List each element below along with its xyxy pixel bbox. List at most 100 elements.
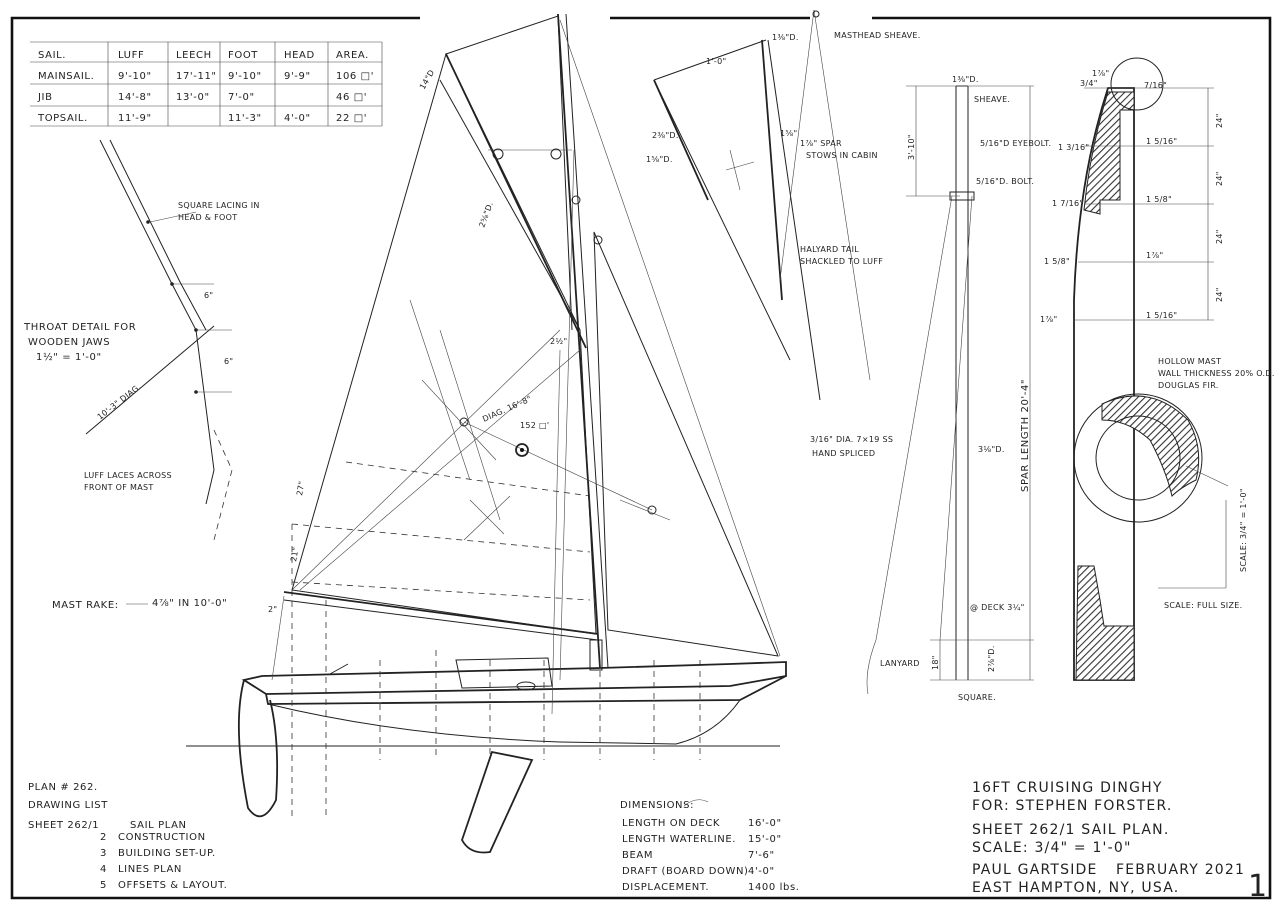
- table-cell: MAINSAIL.: [38, 71, 94, 82]
- luff-note: LUFF LACES ACROSS: [84, 471, 172, 480]
- throat-title: WOODEN JAWS: [28, 337, 110, 348]
- list-item-num: 4: [100, 864, 107, 875]
- table-cell: 22 □': [336, 113, 367, 124]
- spacing-label: 24": [1215, 287, 1224, 302]
- area-label: 152 □': [520, 421, 549, 430]
- list-item-num: 2: [100, 832, 107, 843]
- col-header-luff: LUFF: [118, 50, 144, 61]
- table-cell: 46 □': [336, 92, 367, 103]
- diag-label: 10'-3" DIAG.: [96, 382, 143, 422]
- table-cell: 106 □': [336, 71, 374, 82]
- col-header-leech: LEECH: [176, 50, 212, 61]
- sheave-note: SHEAVE.: [974, 95, 1010, 104]
- table-cell: 9'-10": [228, 71, 262, 82]
- throat-scale: 1½" = 1'-0": [36, 351, 102, 363]
- dimension-label: 1'-0": [706, 57, 726, 66]
- dimension-label: 1 7/16": [1052, 199, 1083, 208]
- dimensions-block: DIMENSIONS: LENGTH ON DECK 16'-0" LENGTH…: [620, 799, 800, 893]
- dimension-label: 18": [931, 655, 940, 670]
- drawing-list-title: DRAWING LIST: [28, 800, 108, 811]
- dimension-row-value: 7'-6": [748, 850, 775, 861]
- dimension-label: 1⅞": [1146, 251, 1163, 260]
- col-header-sail: SAIL.: [38, 50, 66, 61]
- spar-note: STOWS IN CABIN: [806, 151, 878, 160]
- throat-detail: SQUARE LACING IN HEAD & FOOT 6" 6" THROA…: [23, 139, 260, 541]
- dimension-label: 21": [289, 546, 300, 562]
- dimension-label: 2": [268, 605, 277, 614]
- dimension-row-label: BEAM: [622, 850, 653, 861]
- eyebolt-note: 5/16"D EYEBOLT.: [980, 139, 1051, 148]
- sheet-border: [10, 16, 1272, 900]
- list-item-num: 3: [100, 848, 107, 859]
- table-cell: JIB: [37, 92, 53, 103]
- dimension-row-value: 4'-0": [748, 866, 775, 877]
- hollow-note: DOUGLAS FIR.: [1158, 381, 1219, 390]
- dimension-row-label: LENGTH ON DECK: [622, 818, 720, 829]
- scale-note: SCALE: FULL SIZE.: [1164, 601, 1242, 610]
- dimension-label: 1 5/16": [1146, 311, 1177, 320]
- dimension-row-value: 1400 lbs.: [748, 882, 800, 893]
- hollow-note: WALL THICKNESS 20% O.D.: [1158, 369, 1275, 378]
- lanyard-note: LANYARD: [880, 659, 920, 668]
- sheet-label: SHEET 262/1: [28, 820, 99, 831]
- dimension-label: 1 5/16": [1146, 137, 1177, 146]
- dimension-label: 1 5/8": [1044, 257, 1070, 266]
- table-cell: TOPSAIL.: [37, 113, 88, 124]
- sail-table: SAIL. LUFF LEECH FOOT HEAD AREA. MAINSAI…: [30, 41, 383, 127]
- mast-rake-label: MAST RAKE:: [52, 600, 119, 611]
- luff-note: FRONT OF MAST: [84, 483, 154, 492]
- hollow-note: HOLLOW MAST: [1158, 357, 1221, 366]
- dimension-label: 1⅝": [780, 129, 797, 138]
- dimension-label: 6": [224, 357, 233, 366]
- drawing-list: PLAN # 262. DRAWING LIST SHEET 262/1 SAI…: [28, 782, 227, 891]
- spar-note: 1⅞" SPAR: [800, 139, 842, 148]
- masthead-note: MASTHEAD SHEAVE.: [834, 31, 921, 40]
- dimension-row-value: 16'-0": [748, 818, 782, 829]
- table-cell: 14'-8": [118, 92, 152, 103]
- dimension-label: 2½": [550, 337, 567, 346]
- spacing-label: 24": [1215, 229, 1224, 244]
- dimension-row-value: 15'-0": [748, 834, 782, 845]
- dimension-row-label: DISPLACEMENT.: [622, 882, 709, 893]
- list-item: OFFSETS & LAYOUT.: [118, 880, 227, 891]
- dimension-label: 3⅛"D.: [978, 445, 1005, 454]
- square-note: SQUARE.: [958, 693, 996, 702]
- col-header-head: HEAD: [284, 50, 315, 61]
- list-item: LINES PLAN: [118, 864, 182, 875]
- dimension-label: 1⅝"D.: [646, 155, 673, 164]
- scale-note: SCALE: 3/4" = 1'-0": [1239, 488, 1248, 572]
- halyard-note: SHACKLED TO LUFF: [800, 257, 883, 266]
- dimension-label: 6": [204, 291, 213, 300]
- topsail-detail: 1'-0" 1⅜"D. 2⅜"D. 1⅝"D. 1⅝" 1⅞" SPAR STO…: [646, 9, 921, 458]
- table-cell: 13'-0": [176, 92, 210, 103]
- dimension-label: 1 3/16": [1058, 143, 1089, 152]
- list-item: SAIL PLAN: [130, 820, 187, 831]
- designer-name: PAUL GARTSIDE: [972, 862, 1098, 878]
- mast-rake-value: 4⅞" IN 10'-0": [152, 598, 227, 609]
- dimension-label: 2⅝"D.: [477, 200, 495, 228]
- table-cell: 17'-11": [176, 71, 217, 82]
- dimension-row-label: DRAFT (BOARD DOWN): [622, 866, 749, 877]
- page-number: 1: [1248, 869, 1267, 904]
- table-cell: 11'-3": [228, 113, 262, 124]
- dimension-label: 1⅞": [1040, 315, 1057, 324]
- dimension-label: 1⅞": [1092, 69, 1109, 78]
- sheet-line: SHEET 262/1 SAIL PLAN.: [972, 822, 1169, 838]
- rigging-note: HAND SPLICED: [812, 449, 875, 458]
- dimension-label: 14"D: [418, 68, 436, 91]
- plan-number: PLAN # 262.: [28, 782, 98, 793]
- lacing-note: SQUARE LACING IN: [178, 201, 260, 210]
- deck-note: @ DECK 3¼": [970, 603, 1025, 612]
- bolt-note: 5/16"D. BOLT.: [976, 177, 1034, 186]
- dimension-label: 1 5/8": [1146, 195, 1172, 204]
- spacing-label: 24": [1215, 113, 1224, 128]
- dimension-row-label: LENGTH WATERLINE.: [622, 834, 736, 845]
- drawing-title: 16FT CRUISING DINGHY: [972, 780, 1163, 796]
- spar-length: SPAR LENGTH 20'-4": [1020, 379, 1031, 492]
- throat-title: THROAT DETAIL FOR: [23, 322, 136, 333]
- table-cell: 7'-0": [228, 92, 255, 103]
- dimension-label: 27": [295, 480, 306, 496]
- title-block: 16FT CRUISING DINGHY FOR: STEPHEN FORSTE…: [972, 780, 1244, 896]
- section-detail: 3/4" 7/16" 1 3/16" 1 5/16" 1 7/16" 1 5/8…: [1040, 57, 1275, 681]
